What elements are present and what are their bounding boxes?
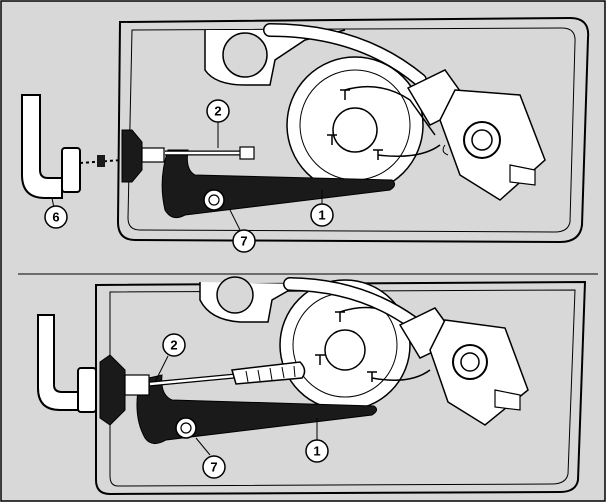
fill-valve-icon — [204, 29, 346, 86]
callout-lever-bottom-label: 1 — [313, 444, 320, 459]
callout-lever-bottom: 1 — [305, 439, 329, 463]
tank-inner-outline — [127, 27, 576, 233]
handle-mount-icon — [121, 129, 165, 183]
callout-nut-top-label: 7 — [240, 234, 247, 249]
mounting-nut-icon — [203, 189, 225, 211]
fill-valve-icon-bottom — [199, 276, 301, 323]
flush-valve-icon-bottom — [279, 279, 431, 411]
callout-nut-top: 7 — [232, 229, 256, 253]
callout-lever-top-label: 1 — [318, 208, 325, 223]
callout-rod-top-label: 2 — [214, 104, 221, 119]
lift-rod-icon — [165, 146, 255, 160]
callout-rod-bottom: 2 — [162, 333, 186, 357]
callout-rod-bottom-label: 2 — [170, 338, 177, 353]
trip-lever-icon-bottom — [136, 374, 378, 444]
callout-lever-top: 1 — [310, 203, 334, 227]
callout-nut-bottom: 7 — [202, 455, 226, 479]
screwdriver-icon — [149, 361, 306, 387]
callout-handle-top: 6 — [44, 205, 68, 229]
flush-handle-icon-bottom — [37, 314, 97, 413]
callout-nut-bottom-label: 7 — [210, 460, 217, 475]
overflow-assembly-icon — [263, 23, 546, 201]
panel-bottom: 2 1 7 — [37, 276, 587, 496]
mounting-nut-icon-bottom — [175, 417, 197, 439]
panel-top: 2 6 1 7 — [21, 16, 590, 253]
overflow-assembly-icon-bottom — [283, 277, 529, 426]
callout-handle-top-label: 6 — [52, 210, 59, 225]
tank-inner-outline-bottom — [109, 289, 576, 487]
callout-rod-top: 2 — [206, 99, 230, 123]
flush-handle-icon — [21, 94, 123, 199]
handle-mount-icon-bottom — [99, 354, 150, 426]
